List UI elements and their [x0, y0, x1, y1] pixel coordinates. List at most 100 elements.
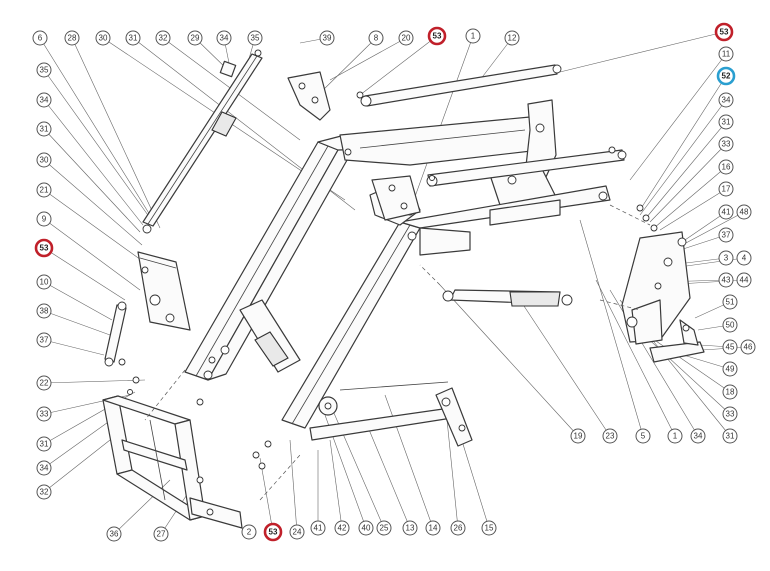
leader-line [43, 414, 119, 469]
leader-line [595, 279, 676, 437]
fasteners [118, 91, 690, 470]
callout-10: 10 [36, 274, 52, 290]
callout-number: 53 [40, 244, 49, 253]
leader-line [645, 121, 727, 219]
top-bracket-plate [287, 71, 331, 121]
main-boom-arm [184, 129, 415, 381]
callout-31: 31 [36, 121, 52, 137]
leader-line [71, 37, 161, 229]
callout-49: 49 [722, 361, 738, 377]
leader-line [559, 31, 725, 73]
callout-number: 19 [574, 432, 583, 441]
callout-38: 38 [36, 303, 52, 319]
callout-20: 20 [398, 30, 414, 46]
leader-line [681, 211, 727, 243]
callout-number: 42 [338, 524, 347, 533]
callout-37: 37 [36, 332, 52, 348]
round-washer [318, 396, 338, 416]
leader-line [329, 439, 343, 529]
callout-8: 8 [368, 30, 384, 46]
callout-1: 1 [667, 428, 683, 444]
top-link-rod [360, 64, 562, 107]
callout-41: 41 [718, 204, 734, 220]
leader-line [629, 53, 727, 181]
tilt-cylinder [442, 289, 573, 307]
leader-line [659, 188, 727, 231]
callout-31: 31 [722, 428, 738, 444]
callout-number: 50 [726, 321, 735, 330]
callout-36: 36 [106, 526, 122, 542]
callout-number: 15 [485, 524, 494, 533]
callout-37: 37 [718, 227, 734, 243]
callout-number: 37 [722, 231, 731, 240]
callout-number: 1 [673, 432, 678, 441]
callout-53-highlighted: 53 [263, 522, 283, 542]
callout-number: 32 [40, 488, 49, 497]
leader-line [479, 37, 513, 81]
callout-number: 33 [722, 140, 731, 149]
leader-line [683, 211, 745, 245]
leader-line [43, 218, 141, 291]
callout-number: 26 [454, 524, 463, 533]
callout-34: 34 [36, 460, 52, 476]
tool-carrier-frame [102, 395, 243, 529]
callout-number: 52 [722, 72, 731, 81]
leader-line [43, 310, 111, 336]
callout-number: 5 [641, 432, 646, 441]
callout-33: 33 [722, 406, 738, 422]
left-lift-cylinder [142, 49, 263, 234]
leader-line [39, 37, 151, 216]
callout-18: 18 [722, 384, 738, 400]
callout-51: 51 [722, 294, 738, 310]
callout-number: 46 [744, 343, 753, 352]
callout-number: 1 [471, 32, 476, 41]
callout-number: 21 [40, 186, 49, 195]
callout-32: 32 [155, 30, 171, 46]
callout-number: 45 [726, 343, 735, 352]
callout-42: 42 [334, 520, 350, 536]
leader-line [43, 379, 146, 384]
left-cylinder-bracket [137, 251, 191, 331]
callout-number: 22 [40, 379, 49, 388]
leader-line [457, 427, 490, 529]
callout-number: 34 [40, 464, 49, 473]
callout-number: 23 [606, 432, 615, 441]
callout-number: 27 [157, 530, 166, 539]
leader-line [359, 35, 438, 96]
callout-2: 2 [241, 524, 257, 540]
callout-48: 48 [736, 204, 752, 220]
callout-number: 41 [314, 524, 323, 533]
callout-number: 2 [247, 528, 252, 537]
callout-number: 29 [191, 34, 200, 43]
callout-number: 34 [694, 432, 703, 441]
leader-line [43, 69, 151, 219]
right-mount-bracket [621, 231, 691, 345]
callout-number: 34 [722, 96, 731, 105]
callout-14: 14 [425, 520, 441, 536]
callout-number: 53 [720, 28, 729, 37]
leader-line [639, 75, 727, 211]
leader-line [653, 166, 727, 229]
center-pivot-plate [371, 175, 421, 221]
callout-39: 39 [319, 30, 335, 46]
callout-number: 11 [722, 50, 731, 59]
callout-44: 44 [736, 272, 752, 288]
callout-number: 49 [726, 365, 735, 374]
callout-28: 28 [64, 30, 80, 46]
callout-23: 23 [602, 428, 618, 444]
leader-line [160, 489, 191, 535]
callout-number: 39 [323, 34, 332, 43]
callout-number: 31 [129, 34, 138, 43]
callout-number: 41 [722, 208, 731, 217]
callout-number: 53 [269, 528, 278, 537]
callout-4: 4 [736, 250, 752, 266]
callout-35: 35 [36, 62, 52, 78]
callout-number: 35 [40, 66, 49, 75]
callout-45: 45 [722, 339, 738, 355]
callout-5: 5 [635, 428, 651, 444]
callout-33: 33 [718, 136, 734, 152]
leader-line [519, 299, 611, 437]
leader-line [679, 234, 727, 251]
callout-15: 15 [481, 520, 497, 536]
callout-11: 11 [718, 46, 734, 62]
